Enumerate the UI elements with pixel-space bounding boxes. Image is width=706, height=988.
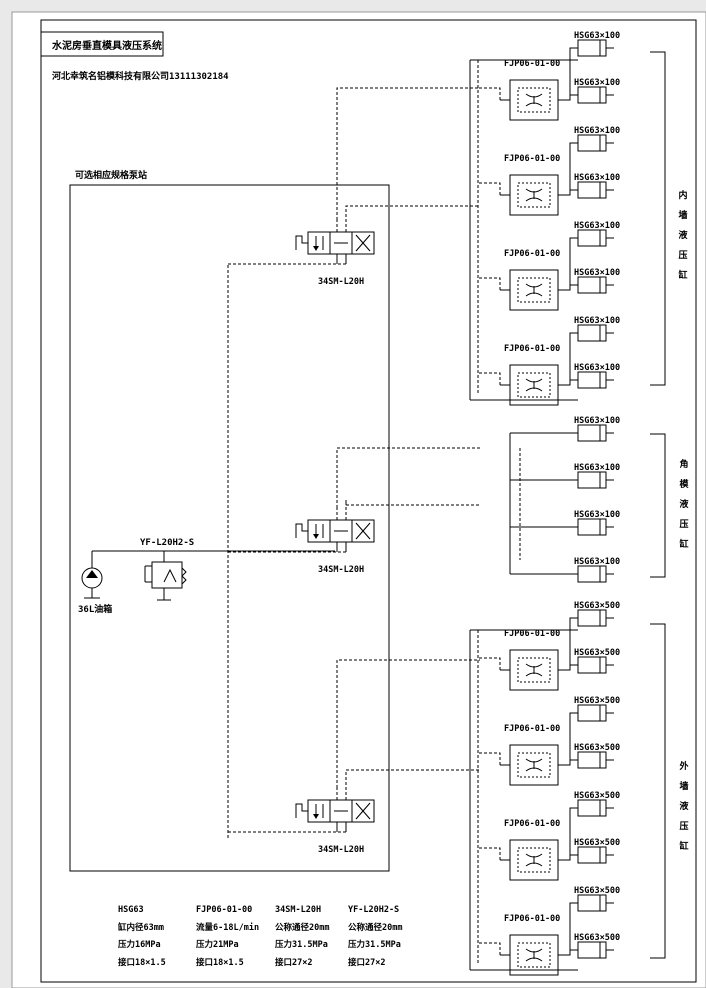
hydraulic-cylinder <box>577 424 614 442</box>
group-char: 角 <box>679 458 688 470</box>
hydraulic-line <box>345 769 480 780</box>
spec-line: 缸内径63mm <box>117 922 164 933</box>
directional-valve-icon <box>295 780 375 832</box>
cylinder-label: HSG63×100 <box>574 557 620 567</box>
hydraulic-line <box>345 205 480 212</box>
spec-table: HSG63 缸内径63mm 压力16MPa 接口18×1.5 FJP06-01-… <box>117 905 402 968</box>
group-outer-wall: 外 墙 液 压 缸 <box>650 623 689 959</box>
hydraulic-line <box>345 500 480 506</box>
cylinder-label: HSG63×100 <box>574 510 620 520</box>
hydraulic-cylinder <box>577 86 614 104</box>
hydraulic-cylinder <box>577 276 614 294</box>
cylinder-label: HSG63×100 <box>574 78 620 88</box>
divider-label: FJP06-01-00 <box>504 59 560 69</box>
hydraulic-cylinder <box>577 181 614 199</box>
title-box <box>40 31 164 57</box>
directional-valve-label: 34SM-L20H <box>318 845 364 855</box>
divider-label: FJP06-01-00 <box>504 724 560 734</box>
tank-label: 36L油箱 <box>78 603 112 615</box>
spec-model: FJP06-01-00 <box>196 905 252 915</box>
group-inner-wall: 内 墙 液 压 缸 <box>650 51 688 386</box>
spec-model: YF-L20H2-S <box>348 905 399 915</box>
group-char: 液 <box>679 498 689 510</box>
group-char: 压 <box>678 250 687 261</box>
directional-valve-icon <box>295 500 375 552</box>
company-text: 河北幸筑名铝模科技有限公司13111302184 <box>52 70 229 82</box>
cylinder-label: HSG63×100 <box>574 31 620 41</box>
spec-line: 压力21MPa <box>196 939 239 950</box>
group-char: 内 <box>678 189 687 201</box>
spec-line: 接口27×2 <box>348 957 385 968</box>
group-char: 液 <box>679 800 689 812</box>
relief-valve-label: YF-L20H2-S <box>140 538 194 548</box>
spec-line: 公称通径20mm <box>348 922 402 933</box>
group-char: 压 <box>679 821 688 832</box>
spec-model: 34SM-L20H <box>275 905 321 915</box>
group-char: 缸 <box>678 538 688 550</box>
cylinder-label: HSG63×100 <box>574 173 620 183</box>
flow-divider-valve <box>509 839 559 881</box>
pump-icon <box>81 551 103 599</box>
divider-label: FJP06-01-00 <box>504 154 560 164</box>
pump-station-label: 可选相应规格泵站 <box>75 169 147 181</box>
spec-line: 压力31.5MPa <box>348 939 401 950</box>
group-char: 模 <box>679 478 689 490</box>
cylinder-label: HSG63×100 <box>574 316 620 326</box>
spec-line: 接口18×1.5 <box>118 957 166 968</box>
directional-valve-label: 34SM-L20H <box>318 277 364 287</box>
cylinder-label: HSG63×100 <box>574 363 620 373</box>
drawing-frame <box>40 19 697 983</box>
pump-station-frame <box>69 184 390 872</box>
hydraulic-cylinder <box>577 846 614 864</box>
group-corner-mold: 角 模 液 压 缸 <box>650 433 689 578</box>
cylinder-label: HSG63×500 <box>574 838 620 848</box>
divider-label: FJP06-01-00 <box>504 629 560 639</box>
spec-line: 接口18×1.5 <box>196 957 244 968</box>
spec-model: HSG63 <box>118 905 144 915</box>
cylinder-label: HSG63×500 <box>574 933 620 943</box>
paper-sheet <box>11 11 706 988</box>
cylinder-label: HSG63×100 <box>574 268 620 278</box>
relief-valve-icon <box>144 551 187 601</box>
cylinder-label: HSG63×100 <box>574 221 620 231</box>
hydraulic-line <box>336 87 480 220</box>
hydraulic-cylinder <box>577 656 614 674</box>
spec-line: 公称通径20mm <box>275 922 329 933</box>
spec-line: 流量6-18L/min <box>196 922 259 933</box>
cylinder-label: HSG63×100 <box>574 416 620 426</box>
group-char: 缸 <box>678 840 688 852</box>
cylinder-label: HSG63×500 <box>574 696 620 706</box>
divider-label: FJP06-01-00 <box>504 914 560 924</box>
divider-label: FJP06-01-00 <box>504 344 560 354</box>
directional-valve-label: 34SM-L20H <box>318 565 364 575</box>
hydraulic-line <box>336 659 480 788</box>
group-char: 缸 <box>677 269 687 281</box>
group-char: 墙 <box>678 209 687 221</box>
divider-label: FJP06-01-00 <box>504 819 560 829</box>
cylinder-label: HSG63×500 <box>574 648 620 658</box>
spec-line: 接口27×2 <box>275 957 312 968</box>
hydraulic-line <box>336 447 480 508</box>
hydraulic-cylinder <box>577 518 614 536</box>
hydraulic-cylinder <box>577 371 614 389</box>
group-char: 压 <box>679 519 688 530</box>
cylinder-label: HSG63×100 <box>574 463 620 473</box>
group-char: 液 <box>678 229 688 241</box>
group-char: 外 <box>678 760 688 772</box>
spec-line: 压力31.5MPa <box>275 939 328 950</box>
title-text: 水泥房垂直模具液压系统 <box>51 39 162 52</box>
cylinder-label: HSG63×100 <box>574 126 620 136</box>
cylinder-label: HSG63×500 <box>574 743 620 753</box>
spec-line: 压力16MPa <box>118 939 161 950</box>
group-char: 墙 <box>679 780 688 792</box>
divider-label: FJP06-01-00 <box>504 249 560 259</box>
cylinder-label: HSG63×500 <box>574 791 620 801</box>
directional-valve-icon <box>295 212 375 264</box>
cylinder-label: HSG63×500 <box>574 601 620 611</box>
cylinder-label: HSG63×500 <box>574 886 620 896</box>
